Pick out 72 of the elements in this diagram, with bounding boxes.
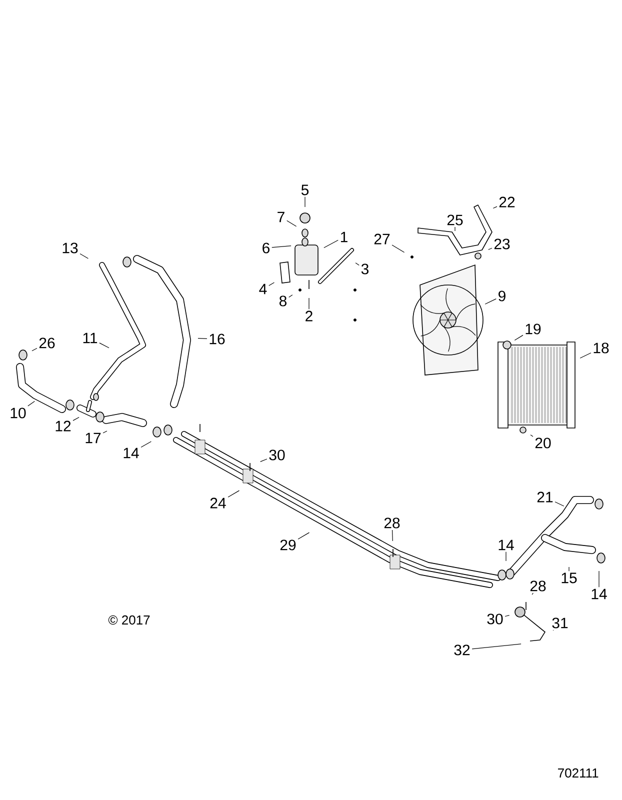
callout-number: 21 [537,492,553,502]
leader-line [554,502,564,506]
callout-number: 30 [487,614,503,624]
leader-line [484,298,496,304]
leader-line [72,417,80,421]
copyright-note: © 2017 [108,615,150,625]
callout-number: 24 [210,498,226,508]
callout-number: 28 [530,580,546,592]
callout-number: 14 [592,588,607,600]
leader-line [492,206,498,209]
callout-number: 22 [499,196,515,208]
callout-number: 9 [498,290,506,302]
leader-line [28,400,35,406]
leader-line [488,248,492,250]
callout-number: 28 [384,518,400,528]
leader-line [80,254,88,259]
leader-line [102,430,108,434]
callout-number: 31 [552,618,568,628]
leader-line [392,530,393,542]
callout-number: 17 [86,432,101,444]
callout-number: 29 [280,540,296,550]
leader-line [140,441,152,448]
leader-line [288,294,293,298]
callout-number: 14 [498,540,514,550]
callout-number: 2 [306,310,312,322]
leader-line [504,614,510,617]
leader-line [228,490,240,498]
callout-number: 6 [262,242,270,254]
leader-line [286,220,297,227]
callout-number: 11 [83,332,98,344]
callout-number: 25 [447,214,463,226]
callout-number: 19 [526,324,541,334]
leader-line [530,434,534,437]
callout-number: 15 [562,572,577,584]
callout-number: 12 [56,420,71,432]
leader-line [268,282,275,286]
leader-line [298,532,310,540]
leader-line [355,262,360,266]
leader-line [454,226,456,232]
callout-number: 4 [259,284,267,294]
leader-line [260,458,268,462]
callout-number: 16 [210,334,225,344]
leader-line [308,298,310,310]
leader-line [304,196,306,208]
leader-line [598,570,600,588]
callout-number: 1 [340,232,348,242]
drawing-number: 702111 [558,768,598,778]
leader-line [32,348,38,352]
callout-number: 13 [62,242,78,254]
callout-number: 23 [494,238,510,250]
callout-number: 14 [124,448,139,458]
callout-number: 26 [39,338,55,348]
callout-number: 10 [10,408,26,418]
leader-line [472,644,522,650]
callout-number: 18 [594,342,609,354]
callout-number: 5 [301,184,309,196]
leader-line [392,244,405,253]
callout-number: 3 [361,264,369,274]
leader-line [514,334,524,341]
callout-number: 30 [269,450,285,460]
callout-number: 27 [374,234,390,244]
callout-number: 8 [280,296,287,306]
leader-line [99,342,110,348]
callout-number: 20 [535,438,551,448]
leader-line [580,352,592,358]
leader-line [532,592,534,595]
leader-line [198,338,208,339]
leader-line [324,240,338,248]
leader-line [568,566,570,572]
leader-line [272,246,292,248]
callout-number: 7 [278,212,284,222]
callout-number: 32 [454,644,470,656]
